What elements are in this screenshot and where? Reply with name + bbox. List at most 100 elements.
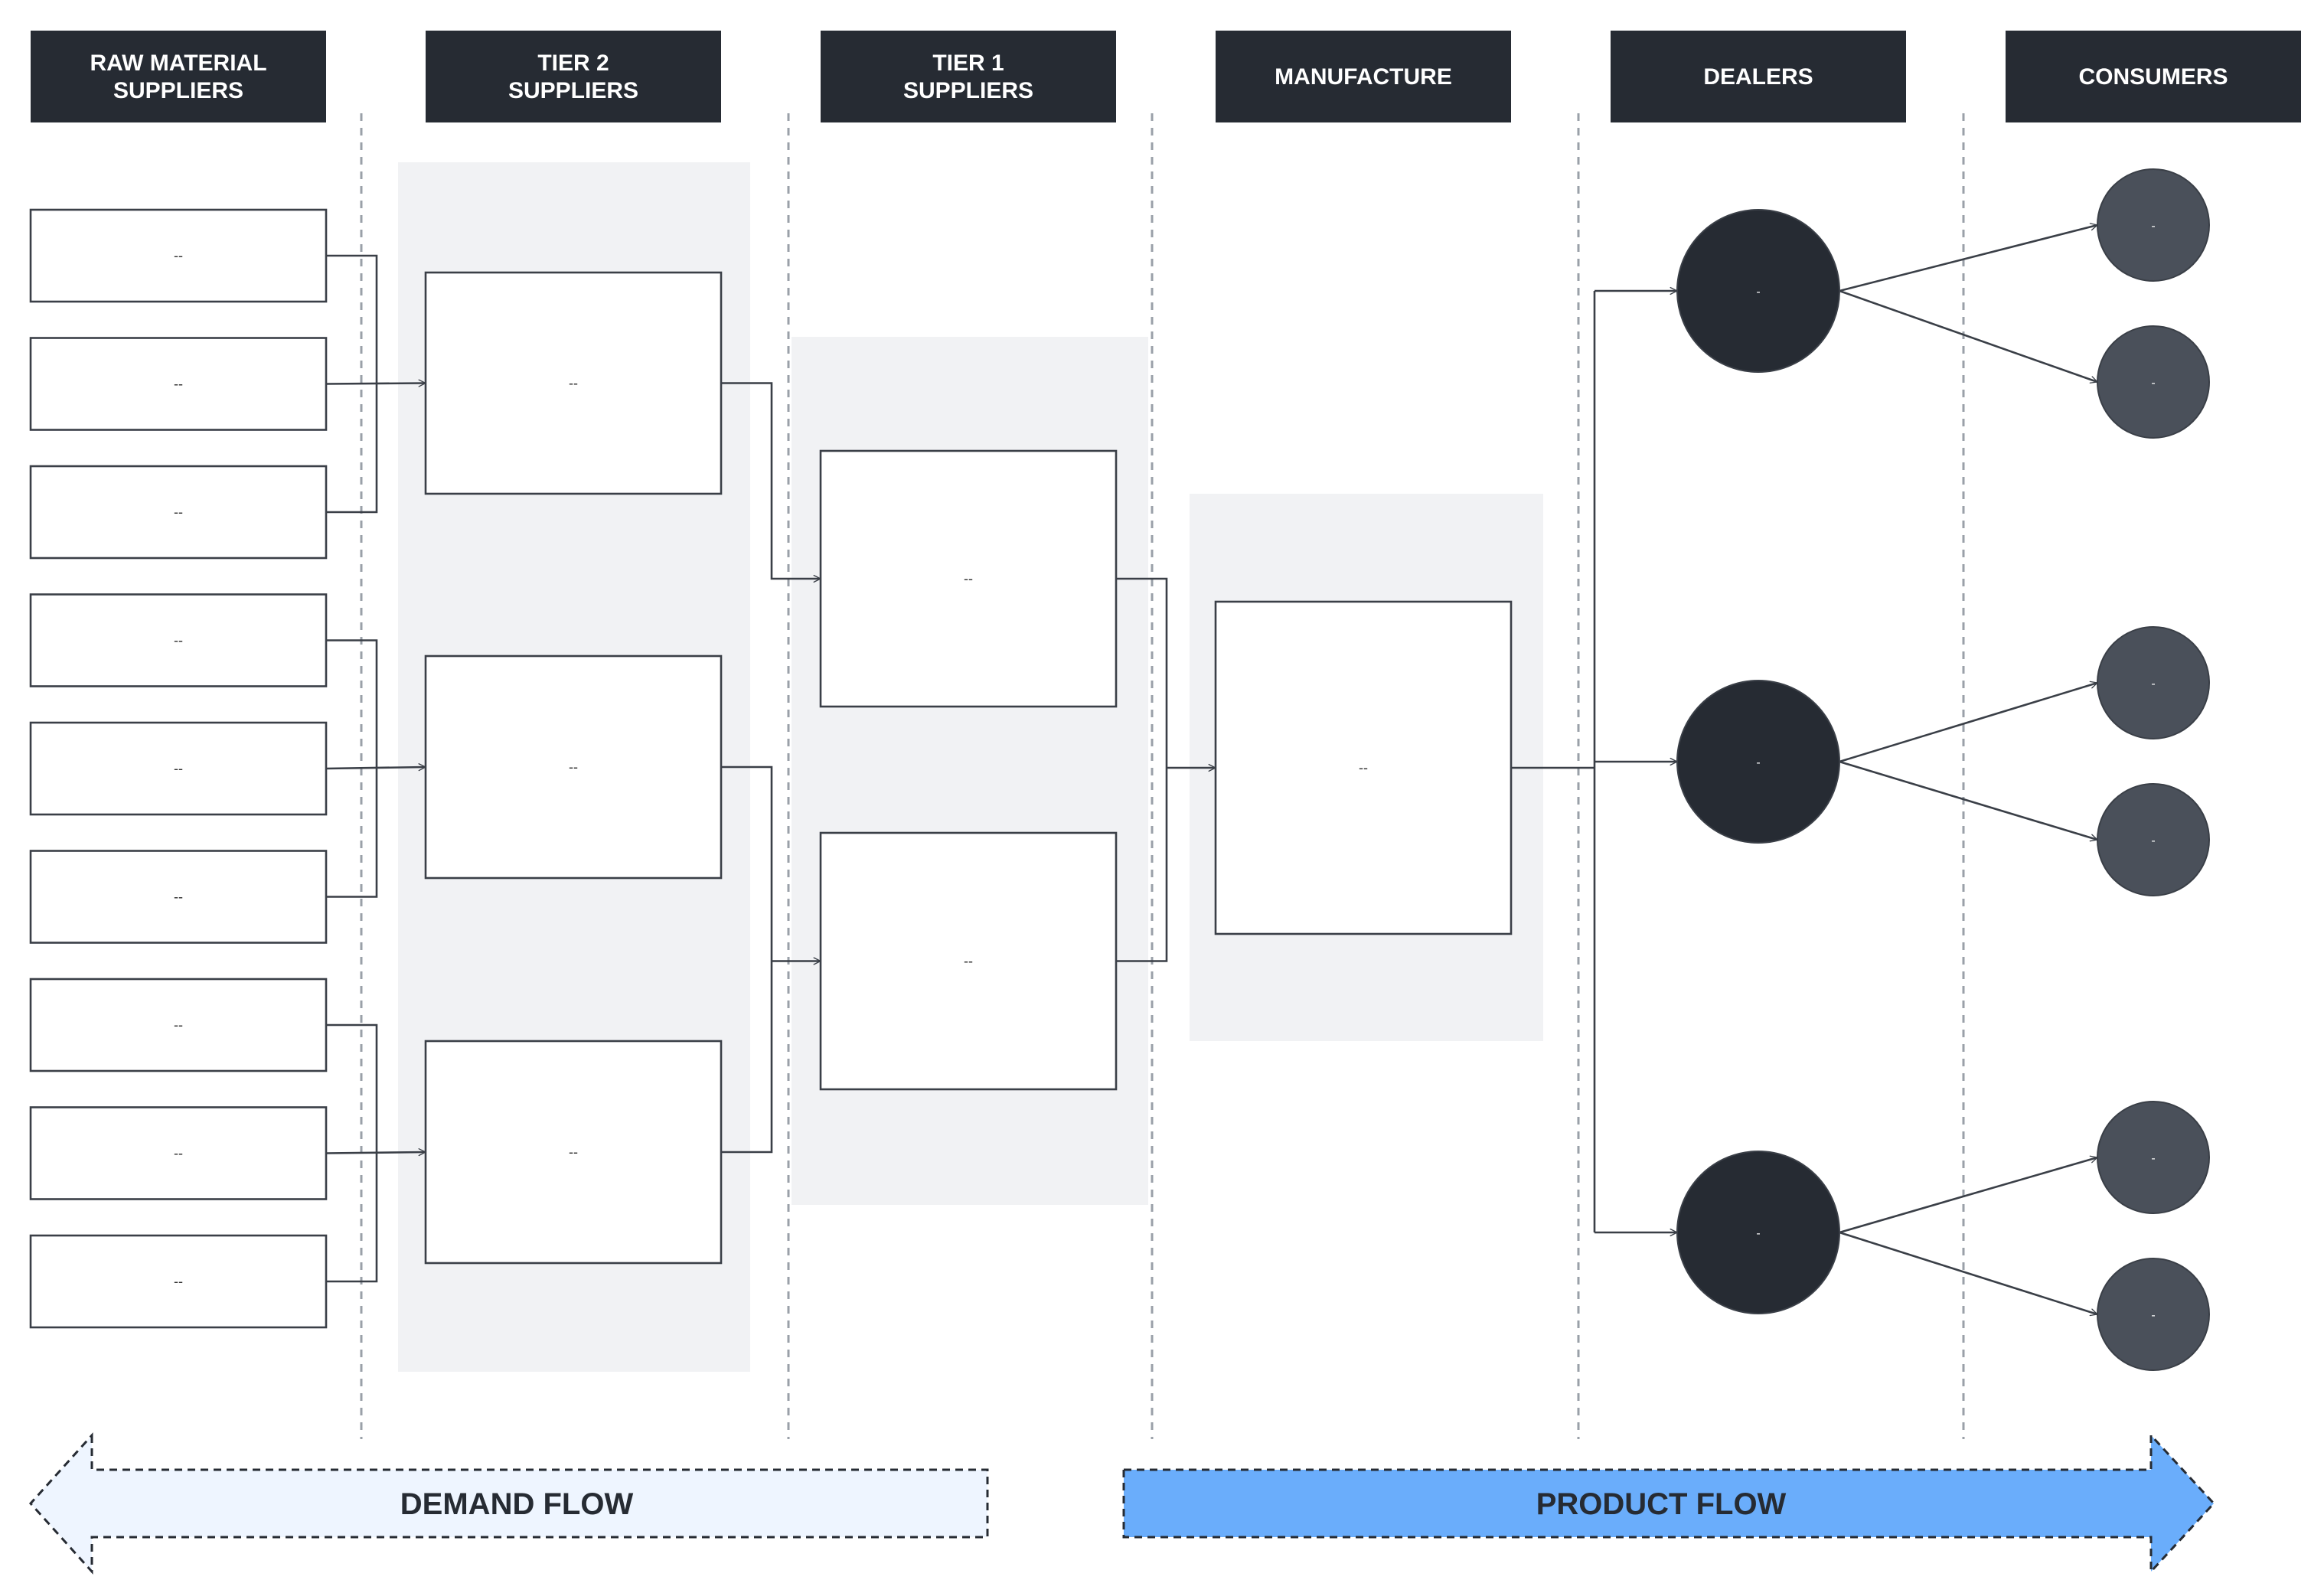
raw-supplier-5-box — [29, 721, 328, 816]
raw-supplier-3-label: -- — [174, 504, 183, 520]
manufacture-node-label: -- — [1359, 760, 1368, 775]
consumer-5-label: - — [2151, 1152, 2155, 1165]
tier2-supplier-2[interactable]: -- — [424, 655, 723, 880]
header-tier1-box — [821, 31, 1116, 122]
demand-flow-arrow — [28, 1432, 989, 1575]
demand-flow-label: DEMAND FLOW — [400, 1487, 634, 1521]
raw-supplier-2-box — [29, 337, 328, 431]
raw-supplier-9-label: -- — [174, 1274, 183, 1289]
connector-6 — [325, 1148, 426, 1157]
raw-supplier-9[interactable]: -- — [29, 1234, 328, 1329]
raw-supplier-4-label: -- — [174, 633, 183, 648]
consumer-2[interactable]: - — [2097, 325, 2210, 439]
raw-supplier-9-box — [29, 1234, 328, 1329]
tier1-supplier-1-label: -- — [964, 571, 973, 586]
consumer-4[interactable]: - — [2097, 783, 2210, 896]
tier2-supplier-3-label: -- — [569, 1144, 578, 1160]
raw-supplier-1-label: -- — [174, 248, 183, 263]
raw-supplier-6-box — [29, 850, 328, 944]
tier2-supplier-2-box — [424, 655, 723, 880]
header-consumers-box — [2006, 31, 2301, 122]
dealer-3[interactable]: - — [1676, 1151, 1840, 1314]
header-dealers: DEALERS — [1611, 31, 1906, 122]
raw-supplier-3[interactable]: -- — [29, 465, 328, 560]
header-tier2-line-0: TIER 2 — [537, 51, 609, 76]
header-dealers-box — [1611, 31, 1906, 122]
raw-supplier-1-box — [29, 208, 328, 303]
header-raw-line-0: RAW MATERIAL — [90, 51, 266, 76]
manufacture-node-box — [1214, 600, 1513, 935]
header-tier1-line-1: SUPPLIERS — [903, 78, 1033, 103]
connector-19 — [1839, 681, 2098, 763]
connector-8 — [721, 765, 773, 1154]
tier2-supplier-1-label: -- — [569, 376, 578, 391]
product-flow-label: PRODUCT FLOW — [1536, 1487, 1787, 1521]
flow-arrows: DEMAND FLOW PRODUCT FLOW — [28, 1432, 2216, 1575]
raw-supplier-7-box — [29, 978, 328, 1072]
consumer-3[interactable]: - — [2097, 626, 2210, 739]
consumer-2-label: - — [2151, 377, 2155, 390]
tier2-supplier-3[interactable]: -- — [424, 1040, 723, 1265]
header-tier2-line-1: SUPPLIERS — [508, 78, 638, 103]
connector-18 — [1839, 289, 2098, 384]
connector-10 — [1116, 577, 1168, 962]
tier2-supplier-3-box — [424, 1040, 723, 1265]
tier2-supplier-1[interactable]: -- — [424, 271, 723, 495]
dealer-3-label: - — [1756, 1227, 1760, 1240]
consumer-1[interactable]: - — [2097, 168, 2210, 282]
header-consumers-line-0: CONSUMERS — [2078, 64, 2228, 90]
consumer-5-circle — [2097, 1101, 2210, 1214]
connector-7 — [721, 382, 821, 583]
raw-supplier-4-box — [29, 593, 328, 687]
raw-supplier-7[interactable]: -- — [29, 978, 328, 1072]
header-tier2-box — [426, 31, 721, 122]
nodes: --------------------------------------- — [29, 168, 2210, 1371]
dealer-2-label: - — [1756, 756, 1760, 769]
header-tier1-line-0: TIER 1 — [932, 51, 1004, 76]
connector-17 — [1839, 223, 2098, 292]
dealer-2[interactable]: - — [1676, 680, 1840, 844]
raw-supplier-2-label: -- — [174, 377, 183, 392]
raw-supplier-4[interactable]: -- — [29, 593, 328, 687]
dealer-1-label: - — [1756, 286, 1760, 299]
consumer-6[interactable]: - — [2097, 1258, 2210, 1371]
product-flow-arrow — [1122, 1432, 2216, 1575]
header-raw-box — [31, 31, 326, 122]
tier1-supplier-2-box — [819, 831, 1118, 1091]
dealer-3-circle — [1676, 1151, 1840, 1314]
dealer-1[interactable]: - — [1676, 209, 1840, 373]
raw-supplier-1[interactable]: -- — [29, 208, 328, 303]
consumer-3-label: - — [2151, 677, 2155, 690]
consumer-1-label: - — [2151, 220, 2155, 233]
header-manufacture: MANUFACTURE — [1216, 31, 1511, 122]
consumer-5[interactable]: - — [2097, 1101, 2210, 1214]
tier1-supplier-1[interactable]: -- — [819, 449, 1118, 708]
connectors — [325, 223, 2098, 1317]
raw-supplier-8-box — [29, 1106, 328, 1200]
raw-supplier-5[interactable]: -- — [29, 721, 328, 816]
tier2-supplier-1-box — [424, 271, 723, 495]
header-manufacture-line-0: MANUFACTURE — [1275, 64, 1452, 90]
manufacture-node[interactable]: -- — [1214, 600, 1513, 935]
raw-supplier-8[interactable]: -- — [29, 1106, 328, 1200]
consumer-2-circle — [2097, 325, 2210, 439]
header-dealers-line-0: DEALERS — [1703, 64, 1813, 90]
connector-22 — [1839, 1231, 2098, 1317]
consumer-6-circle — [2097, 1258, 2210, 1371]
raw-supplier-3-box — [29, 465, 328, 560]
raw-supplier-2[interactable]: -- — [29, 337, 328, 431]
tier1-supplier-2-label: -- — [964, 954, 973, 969]
raw-supplier-7-label: -- — [174, 1017, 183, 1033]
connector-21 — [1839, 1155, 2098, 1234]
header-manufacture-box — [1216, 31, 1511, 122]
dealer-1-circle — [1676, 209, 1840, 373]
consumer-4-circle — [2097, 783, 2210, 896]
consumer-4-label: - — [2151, 834, 2155, 847]
raw-supplier-6[interactable]: -- — [29, 850, 328, 944]
tier1-supplier-2[interactable]: -- — [819, 831, 1118, 1091]
raw-supplier-8-label: -- — [174, 1146, 183, 1161]
